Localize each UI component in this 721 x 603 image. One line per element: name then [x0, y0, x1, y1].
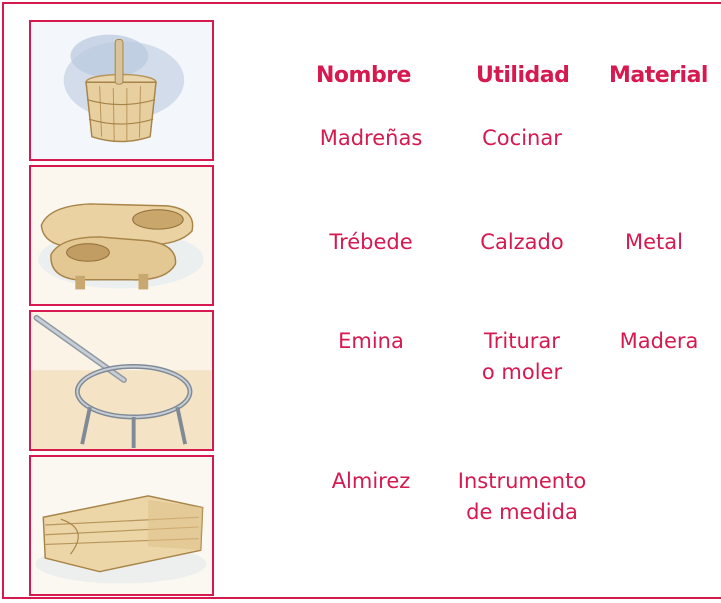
header-material: Material [609, 63, 708, 88]
row-3-utilidad-line-1: Triturar [484, 329, 560, 353]
image-box-1 [29, 20, 214, 161]
row-1-utilidad: Cocinar [452, 123, 592, 154]
image-box-2 [29, 165, 214, 306]
trivet-icon [31, 312, 212, 449]
row-3-nombre: Emina [338, 329, 404, 353]
header-utilidad: Utilidad [476, 63, 570, 88]
image-box-4 [29, 455, 214, 596]
header-nombre: Nombre [316, 63, 411, 88]
row-4-nombre: Almirez [331, 469, 411, 493]
row-4-utilidad-line-2: de medida [466, 500, 578, 524]
mortar-icon [31, 22, 212, 159]
row-3-utilidad-line-2: o moler [481, 360, 563, 384]
image-box-3 [29, 310, 214, 451]
row-2-material: Metal [625, 230, 683, 254]
row-1-nombre: Madreñas [319, 126, 423, 150]
row-4-utilidad-line-1: Instrumento [457, 469, 587, 493]
clogs-icon [31, 167, 212, 304]
row-2-nombre: Trébede [329, 230, 413, 254]
row-2-utilidad: Calzado [480, 230, 564, 254]
row-4-utilidad: Instrumento de medida [447, 466, 597, 528]
row-1-utilidad-line-1: Cocinar [482, 126, 562, 150]
row-3-utilidad: Triturar o moler [452, 326, 592, 388]
row-3-material: Madera [619, 329, 699, 353]
wooden-measure-icon [31, 457, 212, 594]
